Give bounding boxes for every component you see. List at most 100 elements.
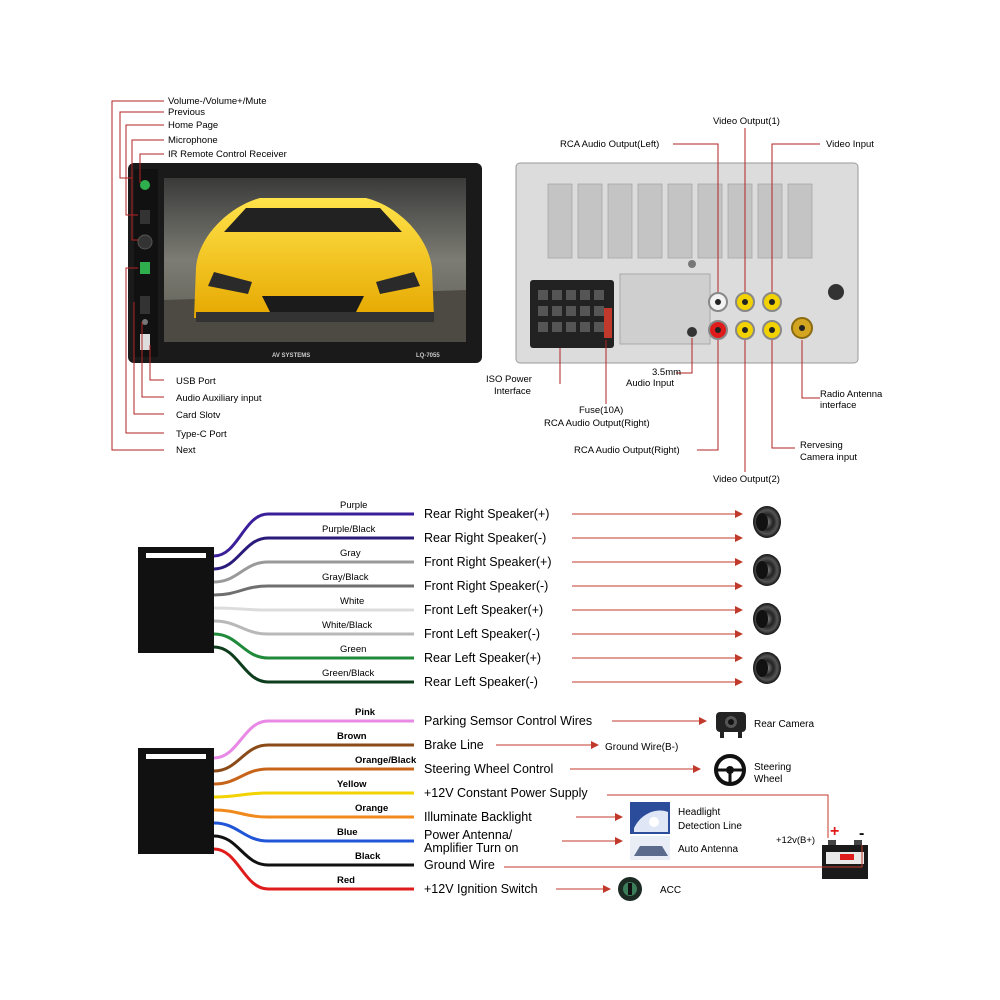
front-top-labels: Volume-/Volume+/Mute Previous Home Page … [168, 96, 287, 160]
car-image [194, 198, 434, 322]
label-card: Card Slotv [176, 410, 221, 421]
label-ir-receiver: IR Remote Control Receiver [168, 149, 287, 160]
wire-color-label: Green/Black [322, 668, 375, 679]
wire-line [213, 645, 414, 684]
speaker-icon [753, 603, 781, 635]
brand-text: AV SYSTEMS [272, 353, 310, 359]
wire-function-label: Steering Wheel Control [424, 762, 553, 776]
wire-line [213, 847, 414, 891]
label-ground-b: Ground Wire(B-) [605, 742, 678, 753]
wire-color-label: Purple [340, 500, 367, 511]
wire-function-label: +12V Ignition Switch [424, 882, 538, 896]
speaker-icon [753, 652, 781, 684]
battery-icon [822, 840, 868, 879]
wire-line [213, 606, 414, 612]
acc-key-icon [618, 877, 642, 901]
wire-line [213, 584, 414, 597]
label-rca-right-fuse: RCA Audio Output(Right) [544, 418, 650, 429]
wire-line [213, 560, 414, 584]
headlight-icon [630, 802, 670, 834]
label-previous: Previous [168, 107, 205, 118]
wire-function-label: Rear Right Speaker(+) [424, 507, 549, 521]
steering-wheel-icon [714, 754, 746, 786]
rear-panel [515, 162, 859, 364]
wire-function-label: Parking Semsor Control Wires [424, 714, 592, 728]
label-rca-left: RCA Audio Output(Left) [560, 139, 659, 150]
wire-color-label: Gray [340, 548, 361, 559]
label-fuse: Fuse(10A) [579, 405, 623, 416]
label-rca-right: RCA Audio Output(Right) [574, 445, 680, 456]
wire-function-label: Illuminate Backlight [424, 810, 532, 824]
label-rear-camera: Rear Camera [754, 719, 814, 730]
wire-function-label: Front Left Speaker(+) [424, 603, 543, 617]
wire-function-label: Ground Wire [424, 858, 495, 872]
wire-color-label: White [340, 596, 364, 607]
label-radio-antenna-2: interface [820, 400, 856, 411]
label-microphone: Microphone [168, 135, 218, 146]
label-video-output-1: Video Output(1) [713, 116, 780, 127]
wire-function-label: Rear Left Speaker(-) [424, 675, 538, 689]
wire-line [213, 791, 414, 799]
label-usb: USB Port [176, 376, 216, 387]
label-iso-power-1: ISO Power [486, 374, 532, 385]
wire-color-label: Gray/Black [322, 572, 369, 583]
wire-color-label: Black [355, 851, 381, 862]
wire-function-label: Rear Left Speaker(+) [424, 651, 541, 665]
rca-jacks [708, 292, 813, 340]
label-video-input: Video Input [826, 139, 874, 150]
rear-camera-icon [716, 712, 746, 738]
label-headlight: Headlight [678, 807, 720, 818]
wire-color-label: Pink [355, 707, 376, 718]
label-volume: Volume-/Volume+/Mute [168, 96, 266, 107]
battery-minus: - [859, 825, 864, 842]
antenna-port [828, 284, 844, 300]
wire-color-label: Orange/Black [355, 755, 417, 766]
label-audio-input: Audio Input [626, 378, 674, 389]
label-radio-antenna: Radio Antenna [820, 389, 883, 400]
wire-function-label: Brake Line [424, 738, 484, 752]
wire-line [213, 512, 414, 558]
wire-line [213, 834, 414, 867]
speaker-icons [753, 506, 781, 684]
wire-function-label: Front Left Speaker(-) [424, 627, 540, 641]
antenna-car-icon [630, 836, 670, 860]
jack-3-5mm [687, 327, 697, 337]
wire-line [213, 808, 414, 819]
label-3-5mm: 3.5mm [652, 367, 681, 378]
wire-function-label: Front Right Speaker(+) [424, 555, 551, 569]
speaker-icon [753, 506, 781, 538]
wire-function-label: Front Right Speaker(-) [424, 579, 548, 593]
label-wheel: Wheel [754, 774, 782, 785]
label-camera-input: Camera input [800, 452, 857, 463]
wire-line [213, 536, 414, 571]
label-reversing: Rervesing [800, 440, 843, 451]
iso-connector [530, 280, 614, 348]
wire-line [213, 767, 414, 786]
label-typec: Type-C Port [176, 429, 227, 440]
label-auto-antenna: Auto Antenna [678, 844, 738, 855]
speaker-connector [138, 547, 214, 653]
wire-function-label-2: Amplifier Turn on [424, 841, 519, 855]
front-panel: AV SYSTEMS LQ-7055 [128, 163, 482, 363]
front-bottom-labels: USB Port Audio Auxiliary input Card Slot… [176, 376, 262, 456]
label-detection-line: Detection Line [678, 821, 742, 832]
wire-function-label: Rear Right Speaker(-) [424, 531, 546, 545]
label-steering: Steering [754, 762, 791, 773]
wire-line [213, 821, 414, 843]
wire-color-label: Green [340, 644, 366, 655]
wire-color-label: Purple/Black [322, 524, 376, 535]
wire-line [213, 719, 414, 760]
label-next: Next [176, 445, 196, 456]
wire-line [213, 619, 414, 636]
wire-function-label: +12V Constant Power Supply [424, 786, 588, 800]
label-acc: ACC [660, 885, 681, 896]
battery-plus: + [830, 823, 839, 840]
label-video-output-2: Video Output(2) [713, 474, 780, 485]
speaker-icon [753, 554, 781, 586]
label-iso-power-2: Interface [494, 386, 531, 397]
wire-color-label: Yellow [337, 779, 367, 790]
rear-callouts [559, 128, 820, 472]
